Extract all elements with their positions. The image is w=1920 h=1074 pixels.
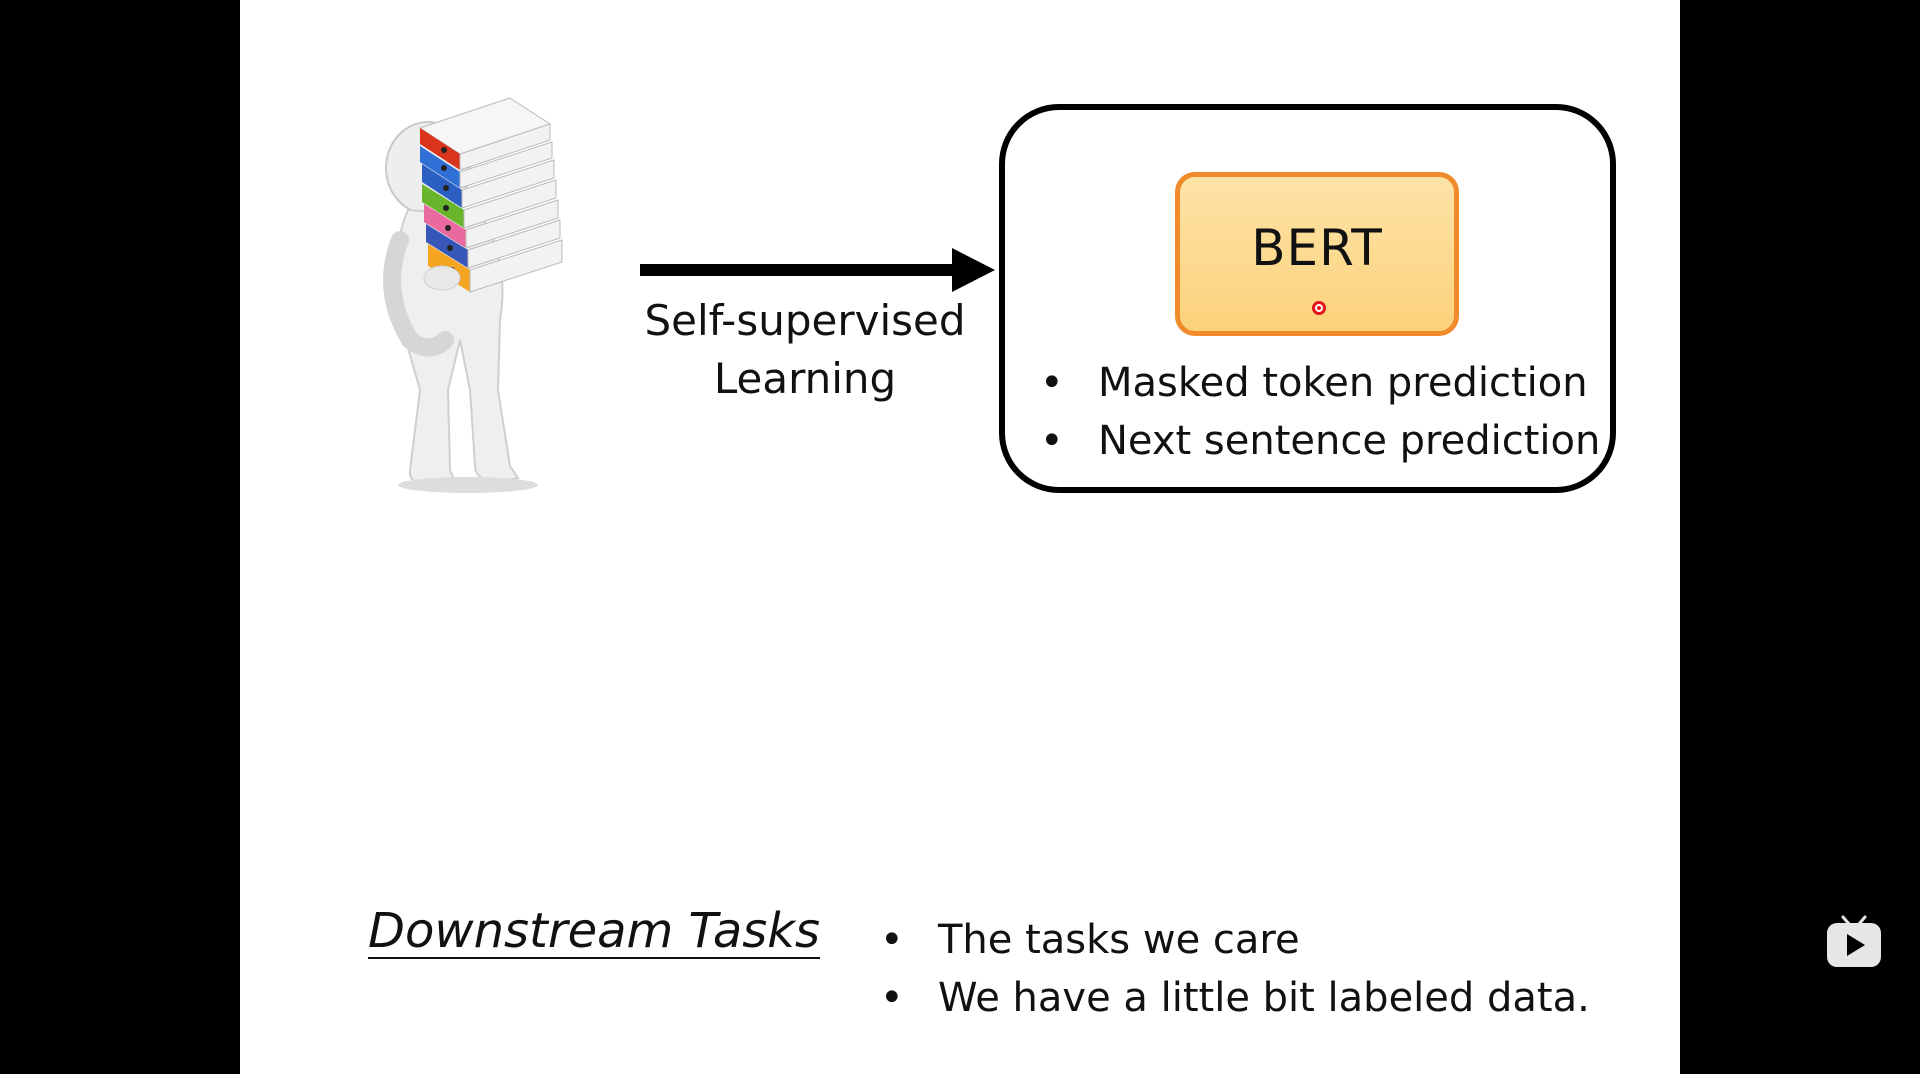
pretraining-task-list: • Masked token prediction • Next sentenc… (1040, 354, 1600, 470)
arrow-label: Self-supervised Learning (620, 292, 990, 408)
bullet-icon: • (880, 917, 904, 963)
list-item: • The tasks we care (880, 911, 1590, 969)
person-carrying-binders-icon (383, 97, 563, 493)
pretraining-box (999, 104, 1616, 493)
bullet-icon: • (880, 975, 904, 1021)
downstream-tasks-title: Downstream Tasks (368, 903, 821, 959)
arrow-label-line2: Learning (713, 354, 897, 403)
bullet-icon: • (1040, 418, 1064, 464)
downstream-point-2: We have a little bit labeled data. (938, 975, 1590, 1021)
bullet-icon: • (1040, 360, 1064, 406)
arrow-label-line1: Self-supervised (644, 296, 966, 345)
list-item: • We have a little bit labeled data. (880, 969, 1590, 1027)
pretraining-task-1: Masked token prediction (1098, 360, 1588, 406)
downstream-task-list: • The tasks we care • We have a little b… (880, 911, 1590, 1027)
pretraining-task-2: Next sentence prediction (1098, 418, 1601, 464)
play-logo-icon[interactable] (1825, 913, 1883, 971)
bert-label: BERT (1251, 219, 1383, 277)
list-item: • Next sentence prediction (1040, 412, 1600, 470)
list-item: • Masked token prediction (1040, 354, 1600, 412)
lecture-slide: Self-supervised Learning BERT • Masked t… (240, 0, 1680, 1074)
right-arrow-icon (640, 248, 995, 292)
laser-pointer-icon (1312, 301, 1326, 315)
downstream-point-1: The tasks we care (938, 917, 1300, 963)
